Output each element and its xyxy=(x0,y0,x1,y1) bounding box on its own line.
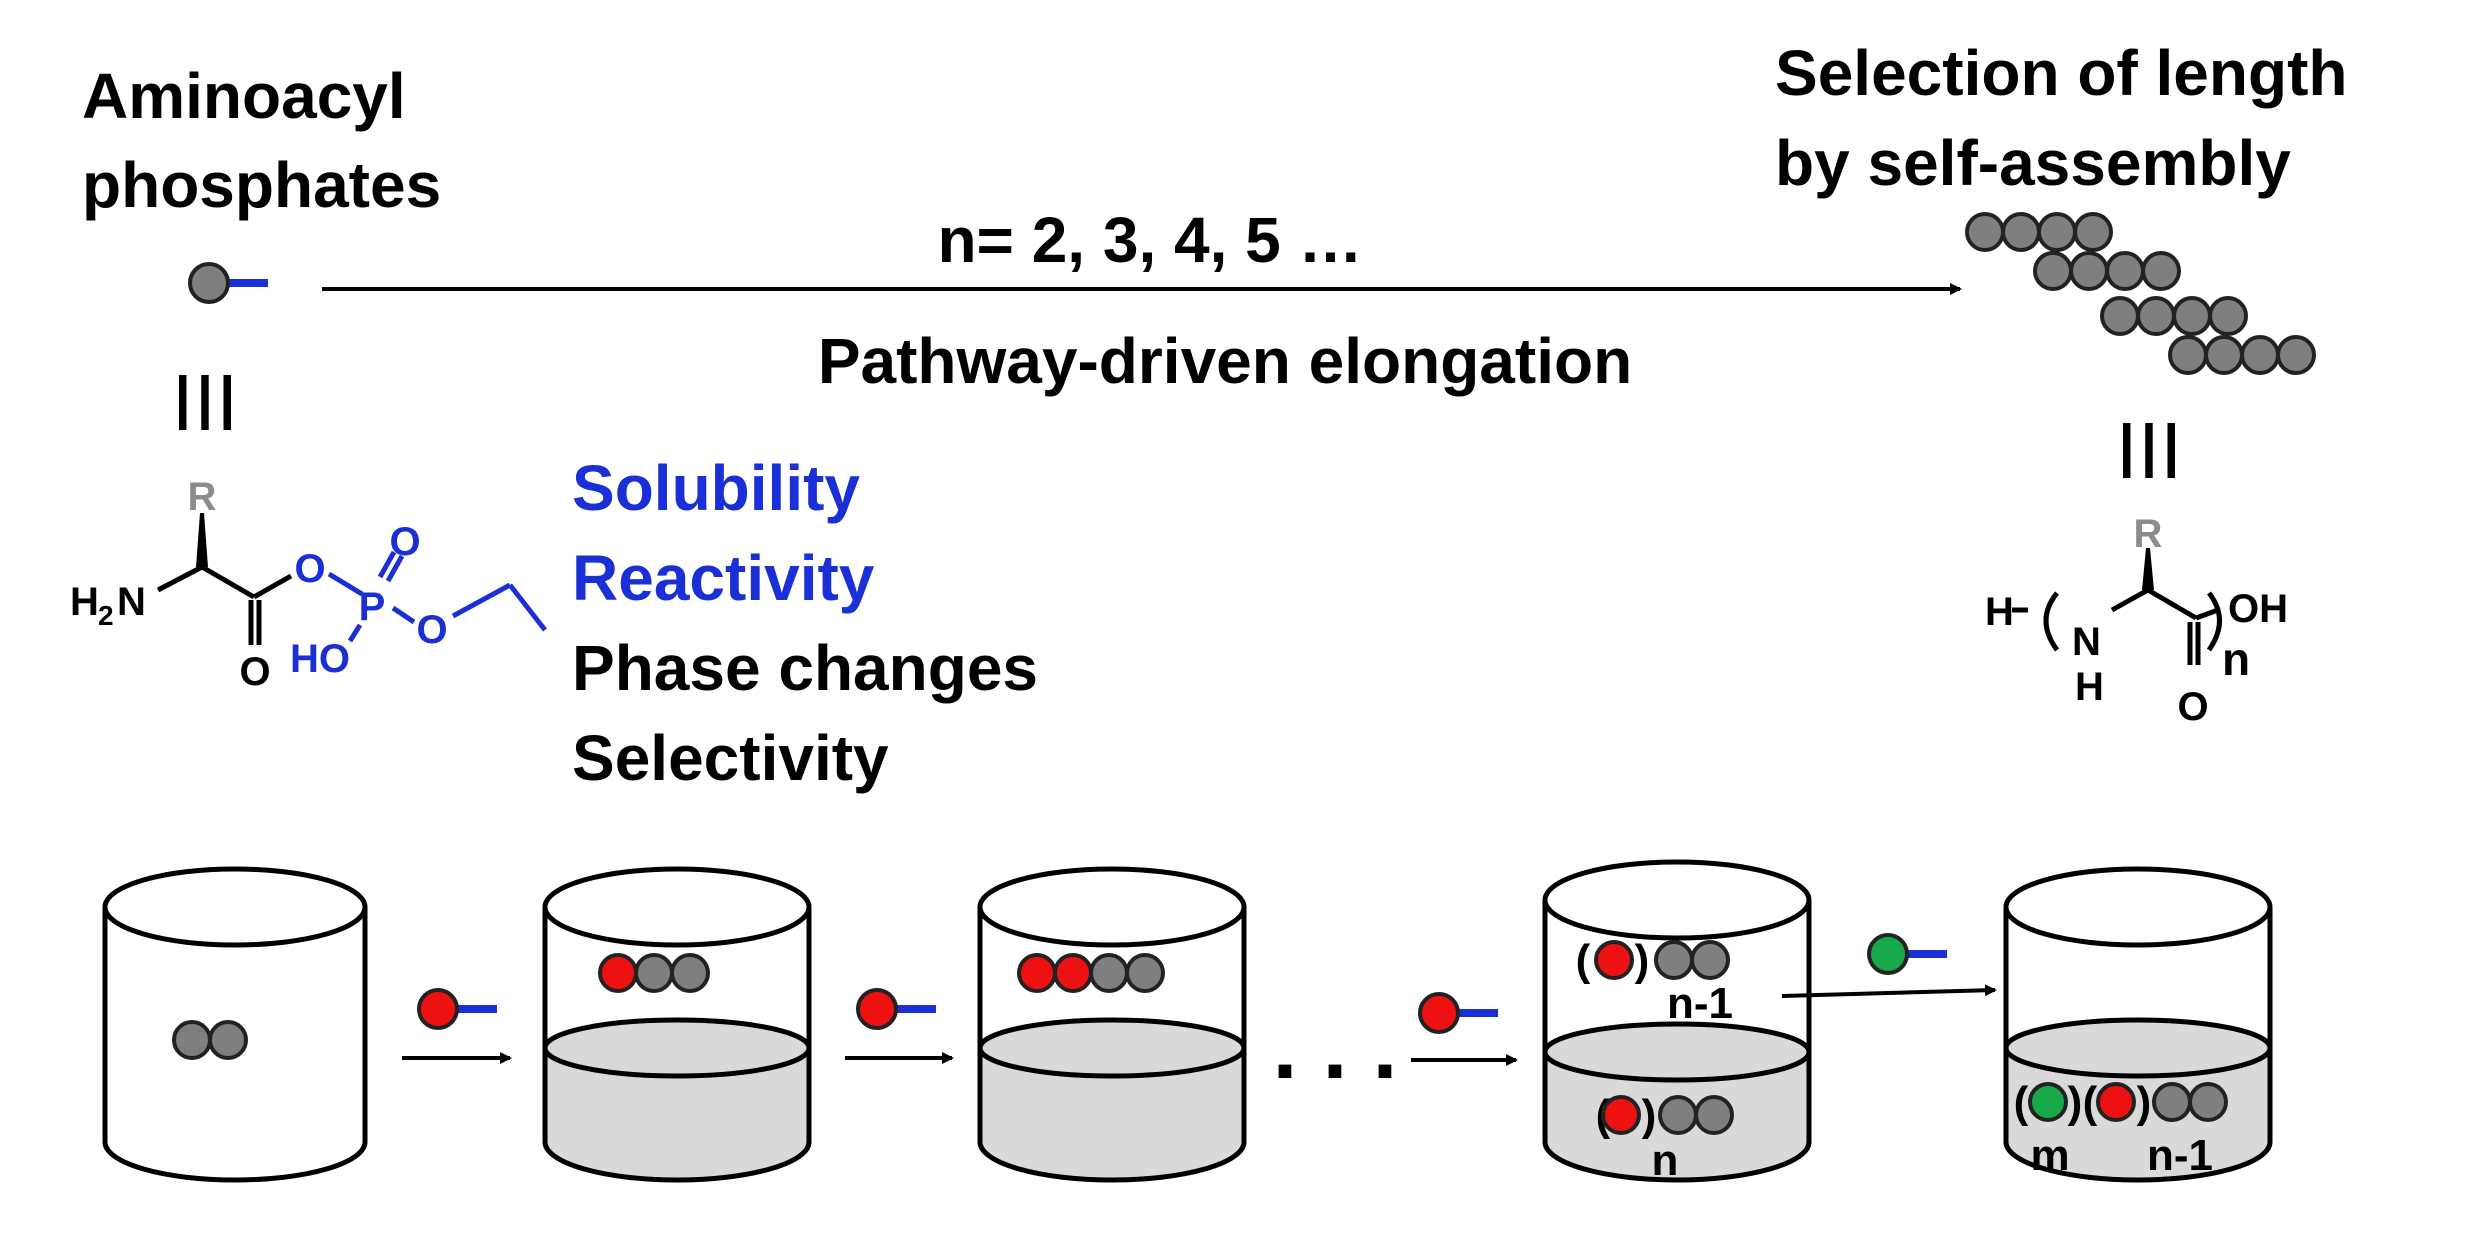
tetramer xyxy=(1017,953,1165,993)
lower-phase-oligomer: ( ) n xyxy=(1596,1091,1734,1185)
carbonyl-o: O xyxy=(239,650,270,694)
r-group-right: R xyxy=(2134,512,2163,556)
ellipsis: . . . xyxy=(1272,998,1397,1098)
phosphorus: P xyxy=(359,585,386,629)
paren-close-upper: ) xyxy=(1635,936,1650,985)
amine-n: N xyxy=(117,580,146,624)
r-group: R xyxy=(188,475,217,519)
trimer xyxy=(598,953,710,993)
amide-n: N xyxy=(2072,620,2101,664)
peptide-structure: R H N H OH O n xyxy=(1985,512,2288,729)
dimer xyxy=(172,1020,248,1060)
index-upper: n-1 xyxy=(1667,979,1733,1028)
paren-close-lower: ) xyxy=(1642,1091,1657,1140)
left-title-line2: phosphates xyxy=(82,149,441,221)
carbonyl-o-right: O xyxy=(2177,685,2208,729)
property-solubility: Solubility xyxy=(572,452,860,524)
ester-o: O xyxy=(294,547,325,591)
paren-close-green: ) xyxy=(2068,1078,2083,1127)
self-assembly-stack xyxy=(1965,212,2316,375)
upper-phase-oligomer: ( ) n-1 xyxy=(1576,936,1733,1028)
arrow-bottom-label: Pathway-driven elongation xyxy=(818,325,1632,397)
ethoxy-o: O xyxy=(416,608,447,652)
addition-step-1 xyxy=(402,988,512,1064)
amine-h: H xyxy=(70,580,99,624)
paren-open-red: ( xyxy=(2083,1078,2098,1127)
beaker-4: ( ) n-1 ( ) n xyxy=(1542,859,1812,1185)
equiv-sign-left: III xyxy=(172,358,239,447)
amine-subscript: 2 xyxy=(98,600,114,631)
lower-phase-copolymer: ( ) ( ) m n-1 xyxy=(2014,1078,2228,1180)
c-terminal-oh: OH xyxy=(2228,587,2288,631)
addition-step-3 xyxy=(1411,992,1518,1066)
paren-close-red: ) xyxy=(2137,1078,2152,1127)
phosphoryl-o: O xyxy=(389,520,420,564)
arrow-top-label: n= 2, 3, 4, 5 … xyxy=(937,204,1362,276)
repeat-n: n xyxy=(2222,633,2250,685)
beaker-2 xyxy=(542,866,812,1183)
property-reactivity: Reactivity xyxy=(572,542,875,614)
monomer-symbol-top xyxy=(188,262,268,304)
right-title-line1: Selection of length xyxy=(1775,37,2347,109)
wedge-bond xyxy=(196,513,208,567)
aminoacyl-phosphate-structure: R H 2 N O O P O HO O xyxy=(70,475,547,694)
right-title-line2: by self-assembly xyxy=(1775,127,2291,199)
property-selectivity: Selectivity xyxy=(572,722,889,794)
n-terminal-h: H xyxy=(1985,590,2014,634)
paren-open-green: ( xyxy=(2014,1078,2029,1127)
index-n-1: n-1 xyxy=(2147,1131,2213,1180)
beaker-1 xyxy=(102,866,368,1183)
paren-open-upper: ( xyxy=(1576,936,1591,985)
index-lower: n xyxy=(1652,1136,1679,1185)
beaker-5: ( ) ( ) m n-1 xyxy=(2003,866,2273,1183)
left-title-line1: Aminoacyl xyxy=(82,60,406,132)
addition-step-4 xyxy=(1781,933,1997,998)
property-phase-changes: Phase changes xyxy=(572,632,1038,704)
beaker-3 xyxy=(977,866,1247,1183)
equiv-sign-right: III xyxy=(2116,406,2183,495)
addition-step-2 xyxy=(845,988,954,1064)
wedge-bond-right xyxy=(2142,548,2154,590)
index-m: m xyxy=(2030,1131,2069,1180)
hydroxyl: HO xyxy=(290,637,350,681)
amide-h: H xyxy=(2075,665,2104,709)
